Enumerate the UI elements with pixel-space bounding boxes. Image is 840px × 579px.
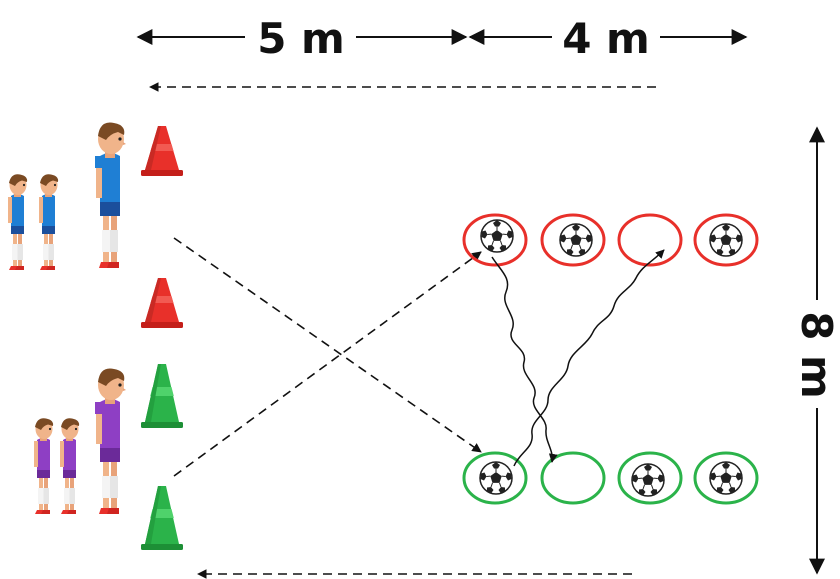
soccer-ball-icon — [480, 219, 514, 253]
dribble-path-green-to-red — [513, 249, 665, 467]
red-ring-4 — [693, 213, 759, 267]
run-blue-to-green-ring — [173, 237, 482, 453]
player-figure-icon — [8, 174, 28, 270]
player-figure-icon — [95, 122, 126, 269]
width-label-4m: 4 m — [562, 14, 650, 63]
soccer-ball-icon — [479, 461, 513, 495]
ring-row-bottom — [462, 451, 759, 505]
traffic-cone-icon — [141, 278, 183, 328]
width-label-5m: 5 m — [257, 14, 345, 63]
width-dimension: 5 m 4 m — [136, 14, 748, 63]
dribble-path-red-to-green — [491, 256, 558, 463]
soccer-ball-icon — [709, 223, 743, 257]
green-ring-2 — [540, 451, 606, 505]
player-figure-icon — [95, 368, 126, 514]
team-blue — [8, 122, 126, 270]
ring-row-top — [462, 213, 759, 267]
team-purple — [34, 368, 126, 514]
green-ring-1 — [462, 451, 528, 505]
player-figure-icon — [34, 418, 54, 514]
green-ring-4 — [693, 451, 759, 505]
red-ring-2 — [540, 213, 606, 267]
run-purple-to-red-ring — [173, 251, 482, 477]
soccer-ball-icon — [631, 463, 665, 497]
height-dimension: 8 m — [792, 126, 840, 575]
traffic-cone-icon — [141, 364, 183, 428]
height-label-8m: 8 m — [792, 311, 840, 399]
player-figure-icon — [39, 174, 59, 270]
cones — [141, 126, 183, 550]
soccer-ball-icon — [709, 461, 743, 495]
soccer-ball-icon — [559, 223, 593, 257]
traffic-cone-icon — [141, 126, 183, 176]
green-ring-3 — [617, 451, 683, 505]
player-figure-icon — [60, 418, 80, 514]
red-ring-3 — [617, 213, 683, 267]
red-ring-1 — [462, 213, 528, 267]
traffic-cone-icon — [141, 486, 183, 550]
